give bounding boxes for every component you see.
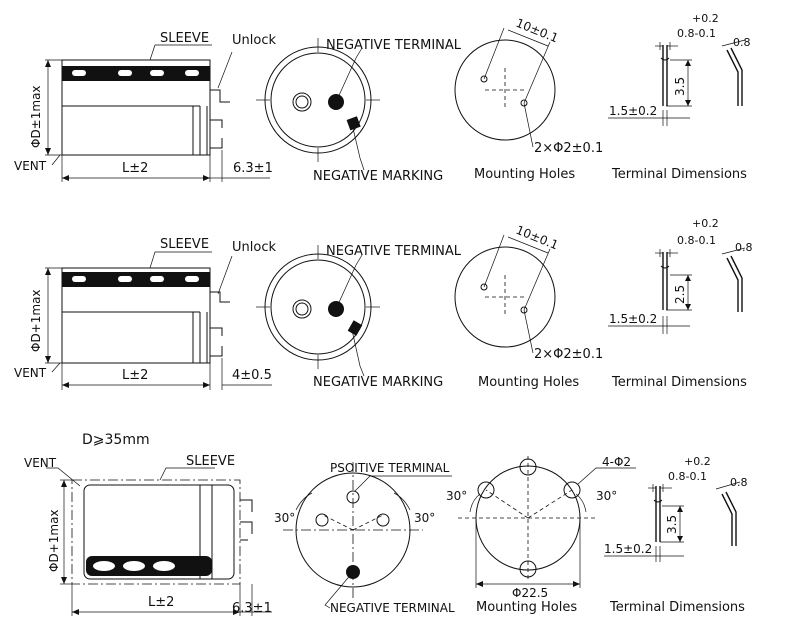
row1-hole-size-label: 2×Φ2±0.1 (534, 141, 603, 156)
row1: SLEEVE Unlock VENT ΦD±1max L±2 6.3±1 NEG… (14, 12, 751, 184)
row1-terminal-length-label: 6.3±1 (233, 161, 273, 176)
row3-mounting-holes (458, 456, 636, 588)
row3-hole-angle-left: 30° (446, 489, 467, 503)
row3-tol-label: 0.8-0.1 (668, 470, 707, 483)
row3-side-view (46, 467, 272, 616)
row2-negative-marking-label: NEGATIVE MARKING (313, 375, 443, 390)
row3-hole-angle-right: 30° (596, 489, 617, 503)
row1-width-label: 0.8 (733, 36, 751, 49)
row2-height-label: 2.5 (673, 285, 687, 304)
row1-diameter-label: ΦD±1max (29, 85, 43, 148)
row2-diameter-label: ΦD+1max (29, 289, 43, 352)
row1-tol-plus-label: +0.2 (692, 12, 719, 25)
row3-negative-terminal-label: NEGATIVE TERMINAL (330, 601, 455, 615)
row2-width-label: 0.8 (735, 241, 753, 254)
row3-tol-plus-label: +0.2 (684, 455, 711, 468)
row2-holes-caption: Mounting Holes (478, 375, 579, 390)
row1-holes-caption: Mounting Holes (474, 167, 575, 182)
row1-vent-label: VENT (14, 159, 47, 173)
row2-terminal-length-label: 4±0.5 (232, 368, 272, 383)
row1-terminal-caption: Terminal Dimensions (611, 167, 747, 182)
row3-top-view (283, 462, 452, 609)
row3-height-label: 3.5 (665, 515, 679, 534)
row2-top-view (256, 245, 380, 377)
row3-top-angle-right: 30° (414, 511, 435, 525)
row2-negative-terminal-label: NEGATIVE TERMINAL (326, 244, 462, 259)
row3-top-angle-left: 30° (274, 511, 295, 525)
row2-tol-plus-label: +0.2 (692, 217, 719, 230)
row3-hole-count-label: 4-Φ2 (602, 455, 631, 469)
row1-tol-label: 0.8-0.1 (677, 27, 716, 40)
row2-hole-spacing-label: 10±0.1 (514, 223, 560, 253)
row3-terminal-caption: Terminal Dimensions (609, 600, 745, 615)
row3-heading: D⩾35mm (82, 432, 150, 448)
row3-terminal-length-label: 6.3±1 (232, 601, 272, 616)
row3: D⩾35mm SLE (24, 432, 748, 616)
row2-unlock-label: Unlock (232, 240, 276, 255)
row3-terminal-dimensions (604, 481, 741, 562)
row2-sleeve-label: SLEEVE (160, 237, 209, 252)
row3-width-label: 0.8 (730, 476, 748, 489)
row1-terminal-dimensions (608, 39, 746, 126)
row2: SLEEVE Unlock VENT ΦD+1max L±2 4±0.5 NEG… (14, 217, 753, 390)
row1-height-label: 3.5 (673, 77, 687, 96)
row1-length-label: L±2 (122, 161, 148, 176)
row2-length-label: L±2 (122, 368, 148, 383)
row1-sleeve-label: SLEEVE (160, 31, 209, 46)
row2-tol-label: 0.8-0.1 (677, 234, 716, 247)
row1-base-label: 1.5±0.2 (609, 104, 657, 118)
row2-terminal-caption: Terminal Dimensions (611, 375, 747, 390)
row2-base-label: 1.5±0.2 (609, 312, 657, 326)
row1-negative-marking-label: NEGATIVE MARKING (313, 169, 443, 184)
row3-diameter-label: ΦD+1max (47, 509, 61, 572)
row1-mounting-holes (454, 27, 556, 148)
row3-positive-terminal-label: PSOITIVE TERMINAL (330, 461, 450, 475)
row1-unlock-label: Unlock (232, 33, 276, 48)
row2-side-view (45, 251, 272, 390)
row3-pcd-label: Φ22.5 (512, 586, 548, 600)
row2-vent-label: VENT (14, 366, 47, 380)
row1-top-view (256, 38, 380, 171)
row3-sleeve-label: SLEEVE (186, 454, 235, 469)
row1-hole-spacing-label: 10±0.1 (514, 16, 560, 46)
row2-mounting-holes (454, 234, 556, 354)
row3-vent-label: VENT (24, 456, 57, 470)
row3-holes-caption: Mounting Holes (476, 600, 577, 615)
row3-length-label: L±2 (148, 595, 174, 610)
row2-hole-size-label: 2×Φ2±0.1 (534, 347, 603, 362)
row2-terminal-dimensions (608, 247, 746, 334)
row3-base-label: 1.5±0.2 (604, 542, 652, 556)
row1-negative-terminal-label: NEGATIVE TERMINAL (326, 38, 462, 53)
row1-side-view (45, 44, 270, 182)
